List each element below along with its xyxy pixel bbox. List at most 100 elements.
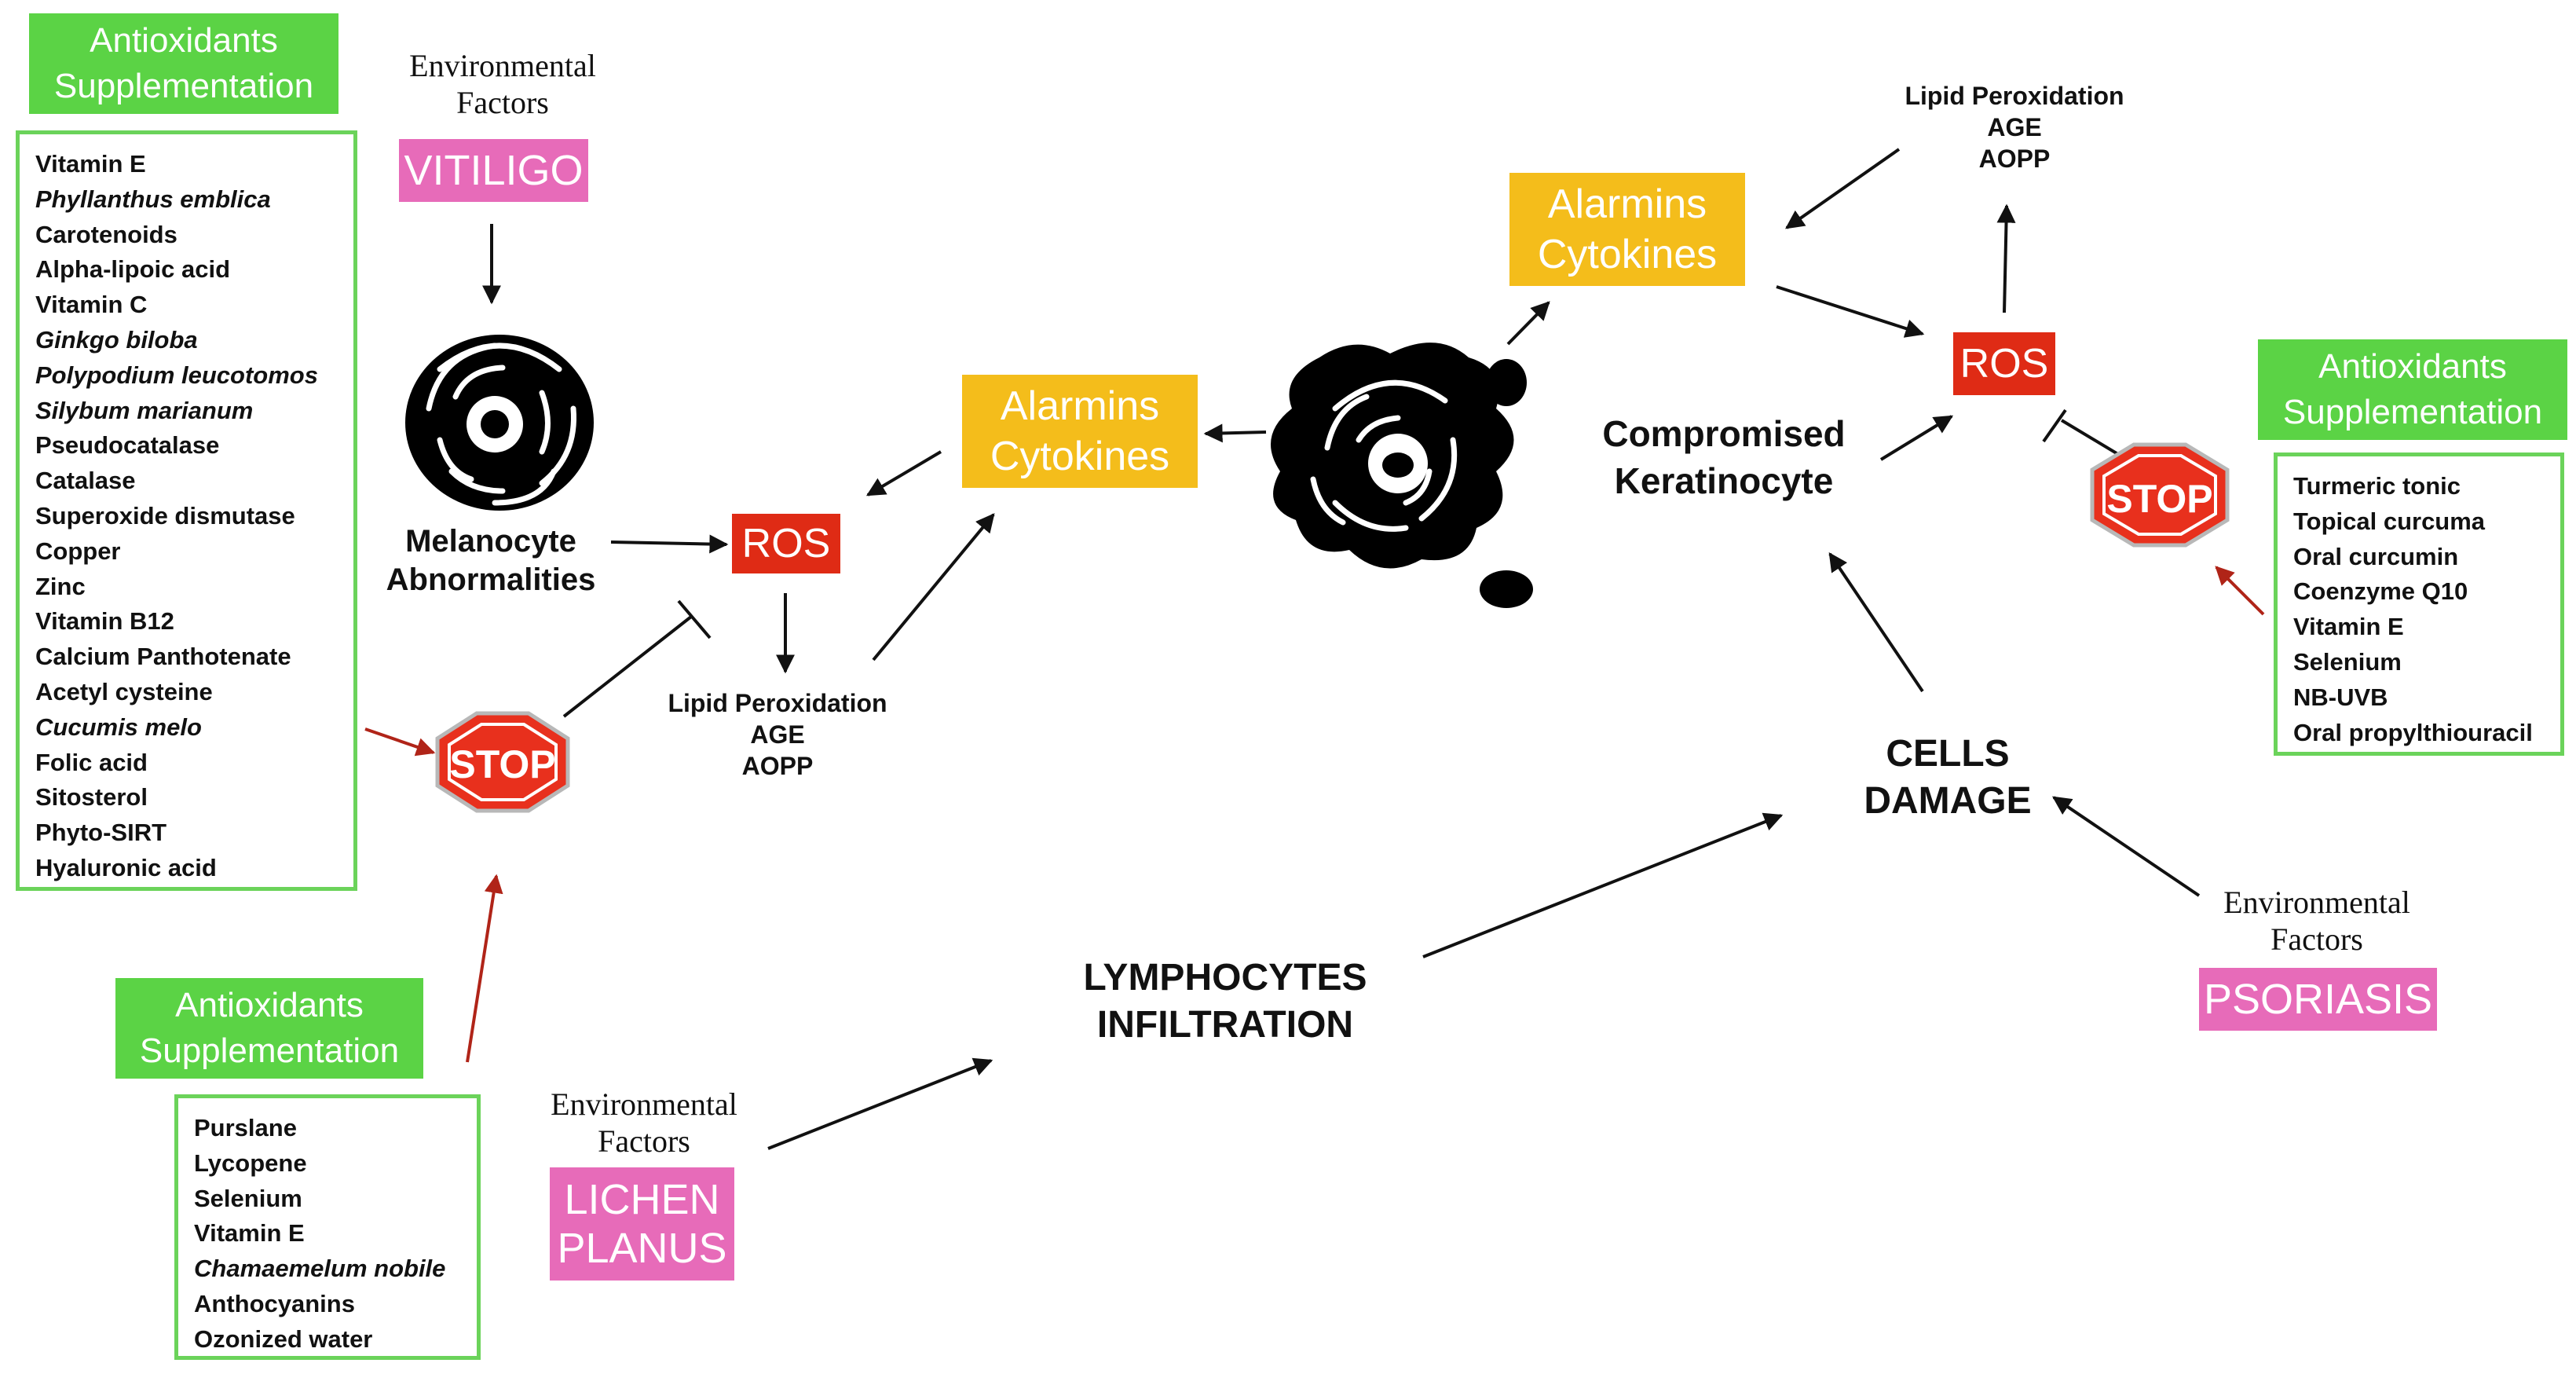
heading-line-2: Supplementation [53,67,314,105]
antioxidant-item: Oral curcumin [2293,542,2459,570]
compromised-keratinocyte-label: Compromised Keratinocyte [1559,410,1889,504]
disease-psoriasis: PSORIASIS [2199,968,2437,1031]
antioxidant-item: Vitamin E [2293,613,2404,641]
oxidation-line-1: Lipid Peroxidation [1905,82,2124,110]
antioxidants-heading-lichen: Antioxidants Supplementation [115,978,423,1079]
oxidation-products-left: Lipid Peroxidation AGE AOPP [652,687,903,782]
oxidation-products-right: Lipid Peroxidation AGE AOPP [1889,80,2140,174]
antioxidant-item: Chamaemelum nobile [194,1255,446,1283]
red-arrow-psoriasis-supp-to-stop [2215,566,2265,616]
alarmins-line-2: Cytokines [990,434,1170,479]
arrow-melanocyte-to-ros [610,534,729,554]
antioxidant-item: Copper [35,537,121,565]
antioxidant-item: Calcium Panthotenate [35,643,291,671]
antioxidant-item: Vitamin E [35,150,146,178]
antioxidants-heading-psoriasis: Antioxidants Supplementation [2258,339,2567,440]
env-line-1: Environmental [409,48,596,83]
heading-line-2: Supplementation [139,1031,400,1070]
antioxidant-item: Turmeric tonic [2293,472,2461,500]
oxidation-line-2: AGE [750,720,805,749]
stop-text-left: STOP [449,742,555,786]
env-factors-lichen: Environmental Factors [503,1086,785,1160]
antioxidant-item: Ozonized water [194,1325,373,1353]
antioxidant-item: Polypodium leucotomos [35,361,318,389]
cells-damage-label: CELLS DAMAGE [1830,731,2066,825]
melanocyte-line-1: Melanocyte [405,524,576,559]
env-line-1: Environmental [2223,885,2410,920]
cells-line-1: CELLS [1886,733,2010,775]
arrow-psoriasis-to-cellsdamage [2052,796,2201,897]
melanocyte-cell [405,335,594,511]
antioxidant-item: Acetyl cysteine [35,677,213,705]
lymphocytes-line-1: LYMPHOCYTES [1083,957,1367,998]
env-factors-vitiligo: Environmental Factors [361,47,644,121]
antioxidant-item: Anthocyanins [194,1289,355,1317]
antioxidant-item: Catalase [35,467,136,495]
arrow-lymphocytes-to-cellsdamage [1422,812,1784,958]
antioxidant-item: Oral propylthiouracil [2293,718,2533,746]
lichen-line-1: LICHEN [564,1176,720,1223]
ros-box-right: ROS [1953,332,2055,395]
red-arrow-vitiligo-list-to-stop [364,727,436,757]
antioxidant-item: Purslane [194,1114,297,1141]
env-line-2: Factors [598,1123,690,1159]
keratinocyte-line-2: Keratinocyte [1614,460,1834,501]
antioxidants-heading-vitiligo: Antioxidants Supplementation [29,13,338,114]
arrow-cellsdamage-to-keratinocyte [1828,552,1924,693]
oxidation-line-3: AOPP [741,752,814,780]
env-factors-psoriasis: Environmental Factors [2175,884,2458,958]
env-line-1: Environmental [551,1086,737,1122]
disease-vitiligo: VITILIGO [399,139,588,202]
antioxidant-item: Cucumis melo [35,713,202,741]
inhibit-bar-left [677,599,712,639]
antioxidant-item: Sitosterol [35,783,148,812]
oxidation-line-1: Lipid Peroxidation [668,689,887,717]
antioxidant-item: Zinc [35,572,86,600]
alarmins-line-1: Alarmins [1547,181,1707,227]
disease-lichen-planus: LICHEN PLANUS [550,1167,734,1281]
antioxidant-item: Vitamin E [194,1219,305,1248]
env-line-2: Factors [456,85,549,120]
antioxidant-item: Alpha-lipoic acid [35,255,231,284]
alarmins-cytokines-left: Alarmins Cytokines [962,375,1198,488]
antioxidant-item: Carotenoids [35,220,177,248]
antioxidant-item: Coenzyme Q10 [2293,577,2468,606]
arrow-lichen-to-lymphocytes [767,1057,993,1150]
antioxidant-item: Topical curcuma [2293,507,2486,535]
cells-line-2: DAMAGE [1864,780,2032,822]
lymphocytes-infiltration-label: LYMPHOCYTES INFILTRATION [1021,954,1429,1049]
antioxidant-item: Phyto-SIRT [35,819,167,847]
heading-line-1: Antioxidants [2318,347,2507,386]
alarmins-cytokines-right: Alarmins Cytokines [1509,173,1745,286]
alarmins-line-2: Cytokines [1537,232,1718,277]
antioxidant-item: Ginkgo biloba [35,325,198,354]
lichen-line-2: PLANUS [557,1225,727,1272]
antioxidant-item: NB-UVB [2293,683,2388,711]
inhibit-stop-to-ros [562,615,693,718]
antioxidant-item: Superoxide dismutase [35,501,295,529]
stop-text-right: STOP [2106,477,2212,521]
arrow-alarmins-to-ros-left [865,450,942,496]
inhibit-bar-right [2042,409,2067,443]
antioxidant-item: Folic acid [35,748,148,776]
arrow-keratinocyte-to-alarmins-left [1203,423,1267,443]
antioxidant-item: Selenium [2293,647,2402,676]
antioxidant-item: Vitamin B12 [35,607,174,636]
antioxidant-item: Silybum marianum [35,396,254,424]
arrow-oxidation-to-alarmins-top [1785,148,1901,229]
melanocyte-abnormalities-label: Melanocyte Abnormalities [369,522,613,599]
antioxidant-item: Hyaluronic acid [35,853,217,881]
stop-sign-right: STOP [2090,442,2230,548]
stop-sign-left: STOP [435,711,570,813]
antioxidant-item: Selenium [194,1184,302,1212]
arrow-oxidation-to-alarmins [872,513,995,661]
ros-box-left: ROS [732,514,840,573]
antioxidant-item: Vitamin C [35,291,148,319]
heading-line-2: Supplementation [2282,393,2543,431]
arrow-alarmins-to-ros-right [1776,285,1925,338]
